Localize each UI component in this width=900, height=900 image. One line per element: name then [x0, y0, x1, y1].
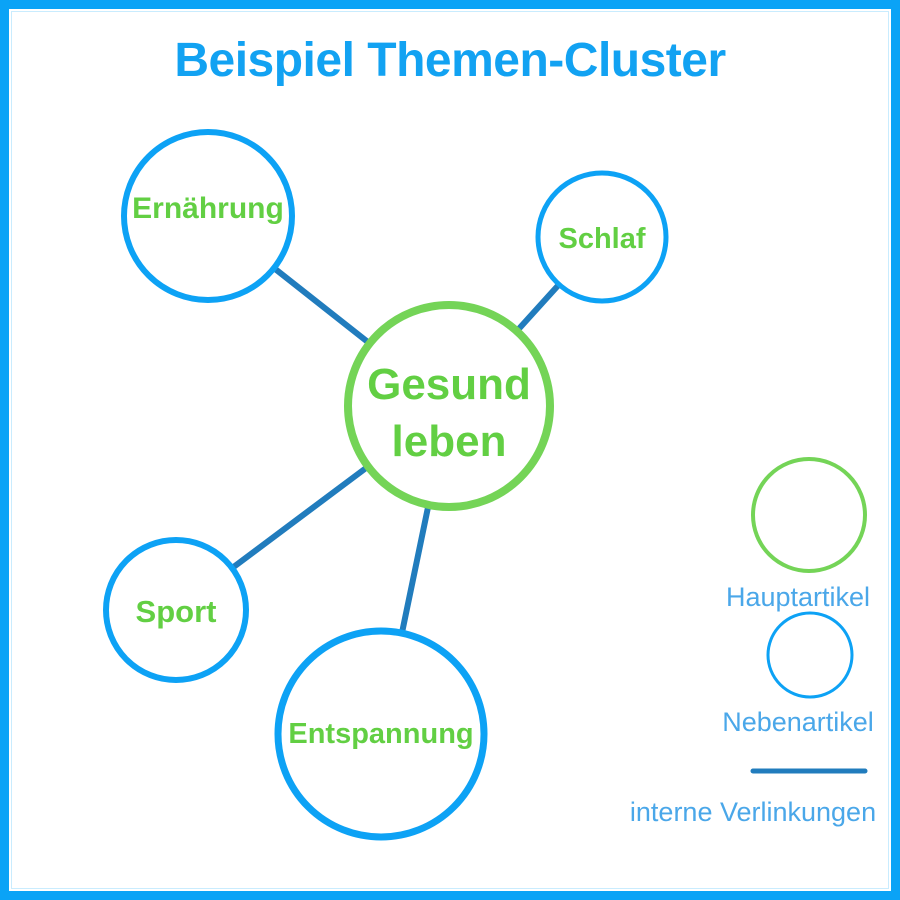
legend-verlinkungen-label: interne Verlinkungen	[630, 797, 876, 827]
node-label-gesund-line2: leben	[392, 417, 507, 466]
node-circle-sport	[103, 537, 249, 683]
node-label-sport: Sport	[136, 594, 217, 629]
node-label-entspannung: Entspannung	[288, 718, 473, 750]
node-circle-ernaehrung	[121, 129, 295, 303]
node-label-gesund-line1: Gesund	[367, 360, 531, 409]
legend-hauptartikel-circle-icon	[751, 457, 867, 573]
legend-nebenartikel-circle-icon	[766, 611, 854, 699]
legend: Hauptartikel Nebenartikel interne Verlin…	[630, 457, 876, 827]
node-label-schlaf: Schlaf	[558, 223, 645, 255]
node-circle-gesund-leben	[344, 301, 554, 511]
legend-hauptartikel-label: Hauptartikel	[726, 582, 870, 612]
node-circle-schlaf	[535, 170, 669, 304]
node-circle-entspannung	[274, 627, 488, 841]
node-label-ernaehrung: Ernährung	[132, 192, 284, 225]
page-title: Beispiel Themen-Cluster	[174, 34, 726, 87]
legend-nebenartikel-label: Nebenartikel	[722, 707, 874, 737]
